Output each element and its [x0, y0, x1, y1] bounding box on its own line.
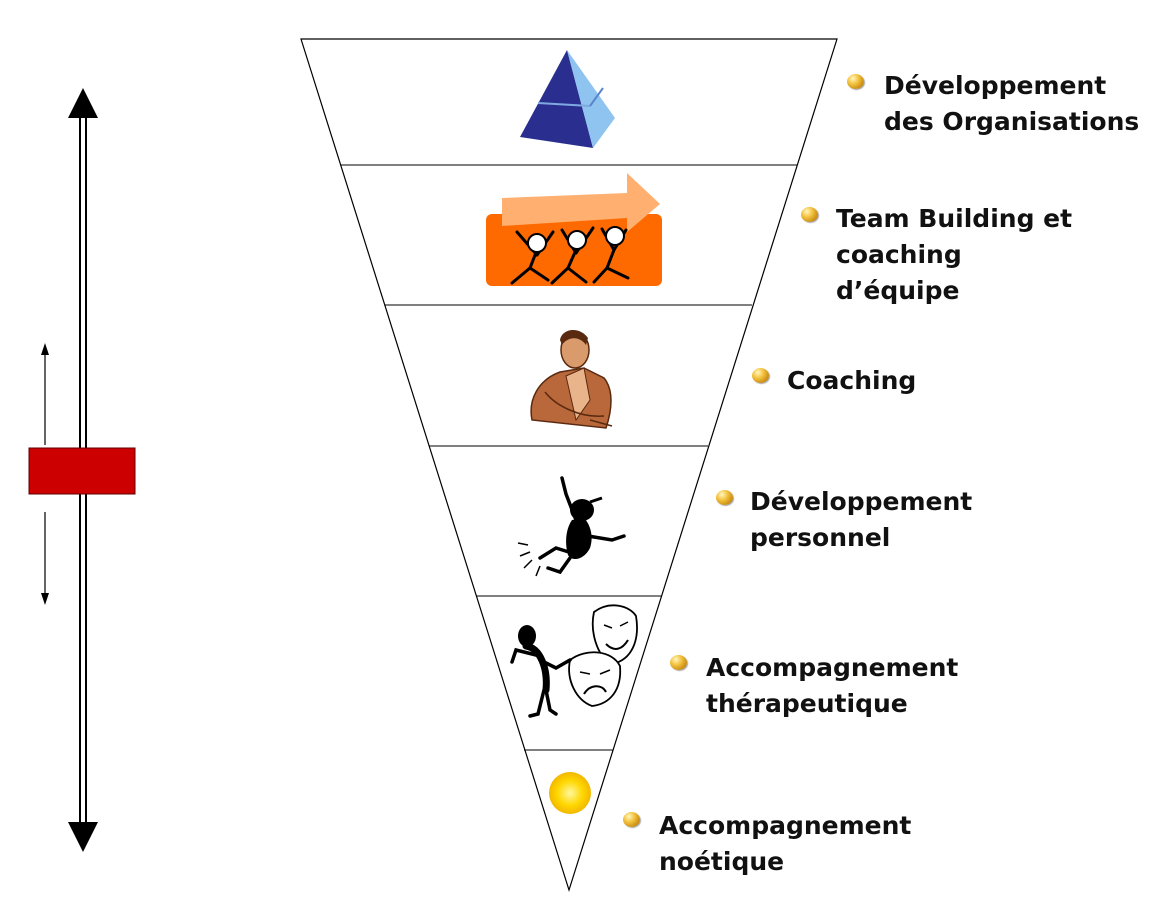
up-arrow-icon	[41, 343, 49, 445]
level-4-label: Développement personnel	[750, 487, 973, 552]
level-2-bullet	[801, 207, 818, 222]
inverted-triangle	[300, 38, 838, 892]
slider-marker	[28, 447, 136, 495]
level-6-label: Accompagnement noétique	[659, 811, 912, 876]
team-arrow-icon	[486, 173, 662, 286]
jumping-figure-icon	[517, 476, 626, 577]
level-3-label: Coaching	[787, 366, 917, 395]
level-2-label: Team Building et coaching d’équipe	[836, 204, 1073, 305]
level-5-bullet	[670, 655, 687, 670]
level-5-label: Accompagnement thérapeutique	[706, 653, 959, 718]
level-3-bullet	[752, 368, 769, 383]
scale-up-arrowhead	[68, 88, 98, 118]
level-4-bullet	[716, 490, 733, 505]
level-1-label: Développement des Organisations	[884, 71, 1140, 136]
level-6-bullet	[623, 812, 640, 827]
scale-down-arrowhead	[68, 822, 98, 852]
businessman-icon	[530, 329, 613, 429]
theater-masks-icon	[510, 604, 638, 718]
pyramid-icon	[520, 50, 615, 148]
level-1-bullet	[847, 74, 864, 89]
sun-icon	[549, 772, 591, 814]
down-arrow-icon	[41, 512, 49, 605]
